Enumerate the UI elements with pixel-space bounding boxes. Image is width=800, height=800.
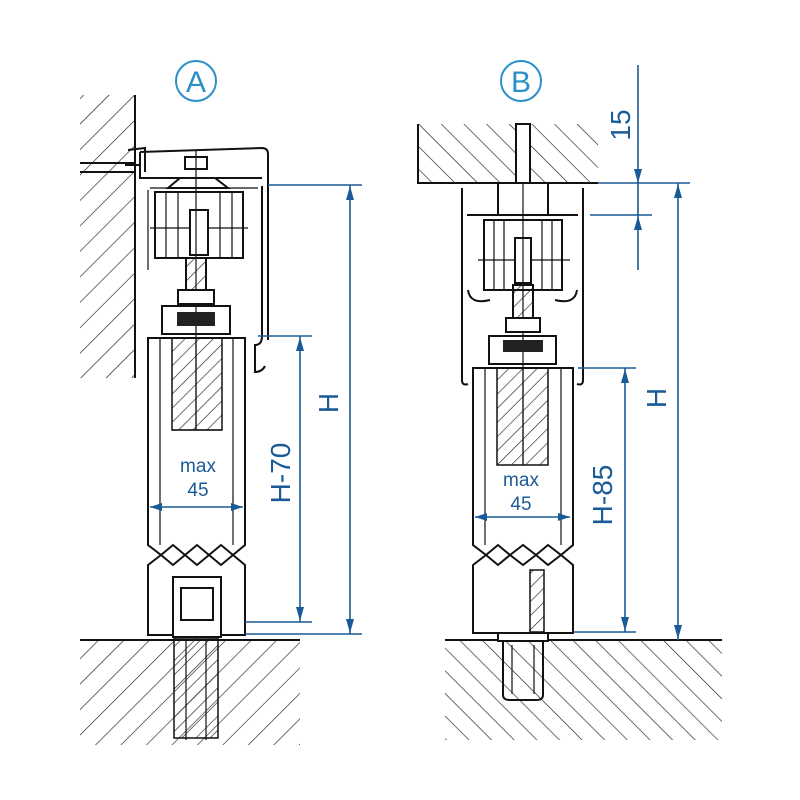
badge-circle [500,60,542,102]
dimension-h-70 [245,335,312,623]
diagram-b: B [417,60,722,740]
dimension-h-85-label: H-85 [587,465,618,526]
ceiling [417,123,598,185]
door-panel [472,367,574,634]
diagram-a: A [80,60,362,745]
thickness-value: 45 [510,494,531,515]
badge-a: A [175,60,217,102]
thickness-label: max [503,470,539,491]
floor-guide [497,632,549,701]
roller-carriage [150,150,248,430]
dimension-h-label: H [313,393,344,413]
thickness-value: 45 [187,480,208,501]
track-profile [125,146,269,374]
dimension-h-85 [573,367,636,633]
adjustment-bolt [488,284,557,365]
badge-letter: A [186,66,206,99]
wall [80,95,136,378]
badge-circle [175,60,217,102]
dimension-h-70-label: H-70 [265,443,296,504]
dimension-15 [590,65,652,270]
thickness-dimension [475,513,570,521]
thickness-dimension [150,503,243,511]
door-panel [147,337,246,636]
floor-guide [172,576,222,740]
dimension-h-label: H [641,388,672,408]
thickness-label: max [180,456,216,477]
badge-b: B [500,60,542,102]
roller-carriage [478,183,570,465]
badge-letter: B [511,66,531,99]
adjustment-bolt [161,257,231,335]
floor [445,639,722,740]
dimension-h [245,184,362,635]
dimension-15-label: 15 [605,109,636,140]
dimension-h [598,182,690,640]
